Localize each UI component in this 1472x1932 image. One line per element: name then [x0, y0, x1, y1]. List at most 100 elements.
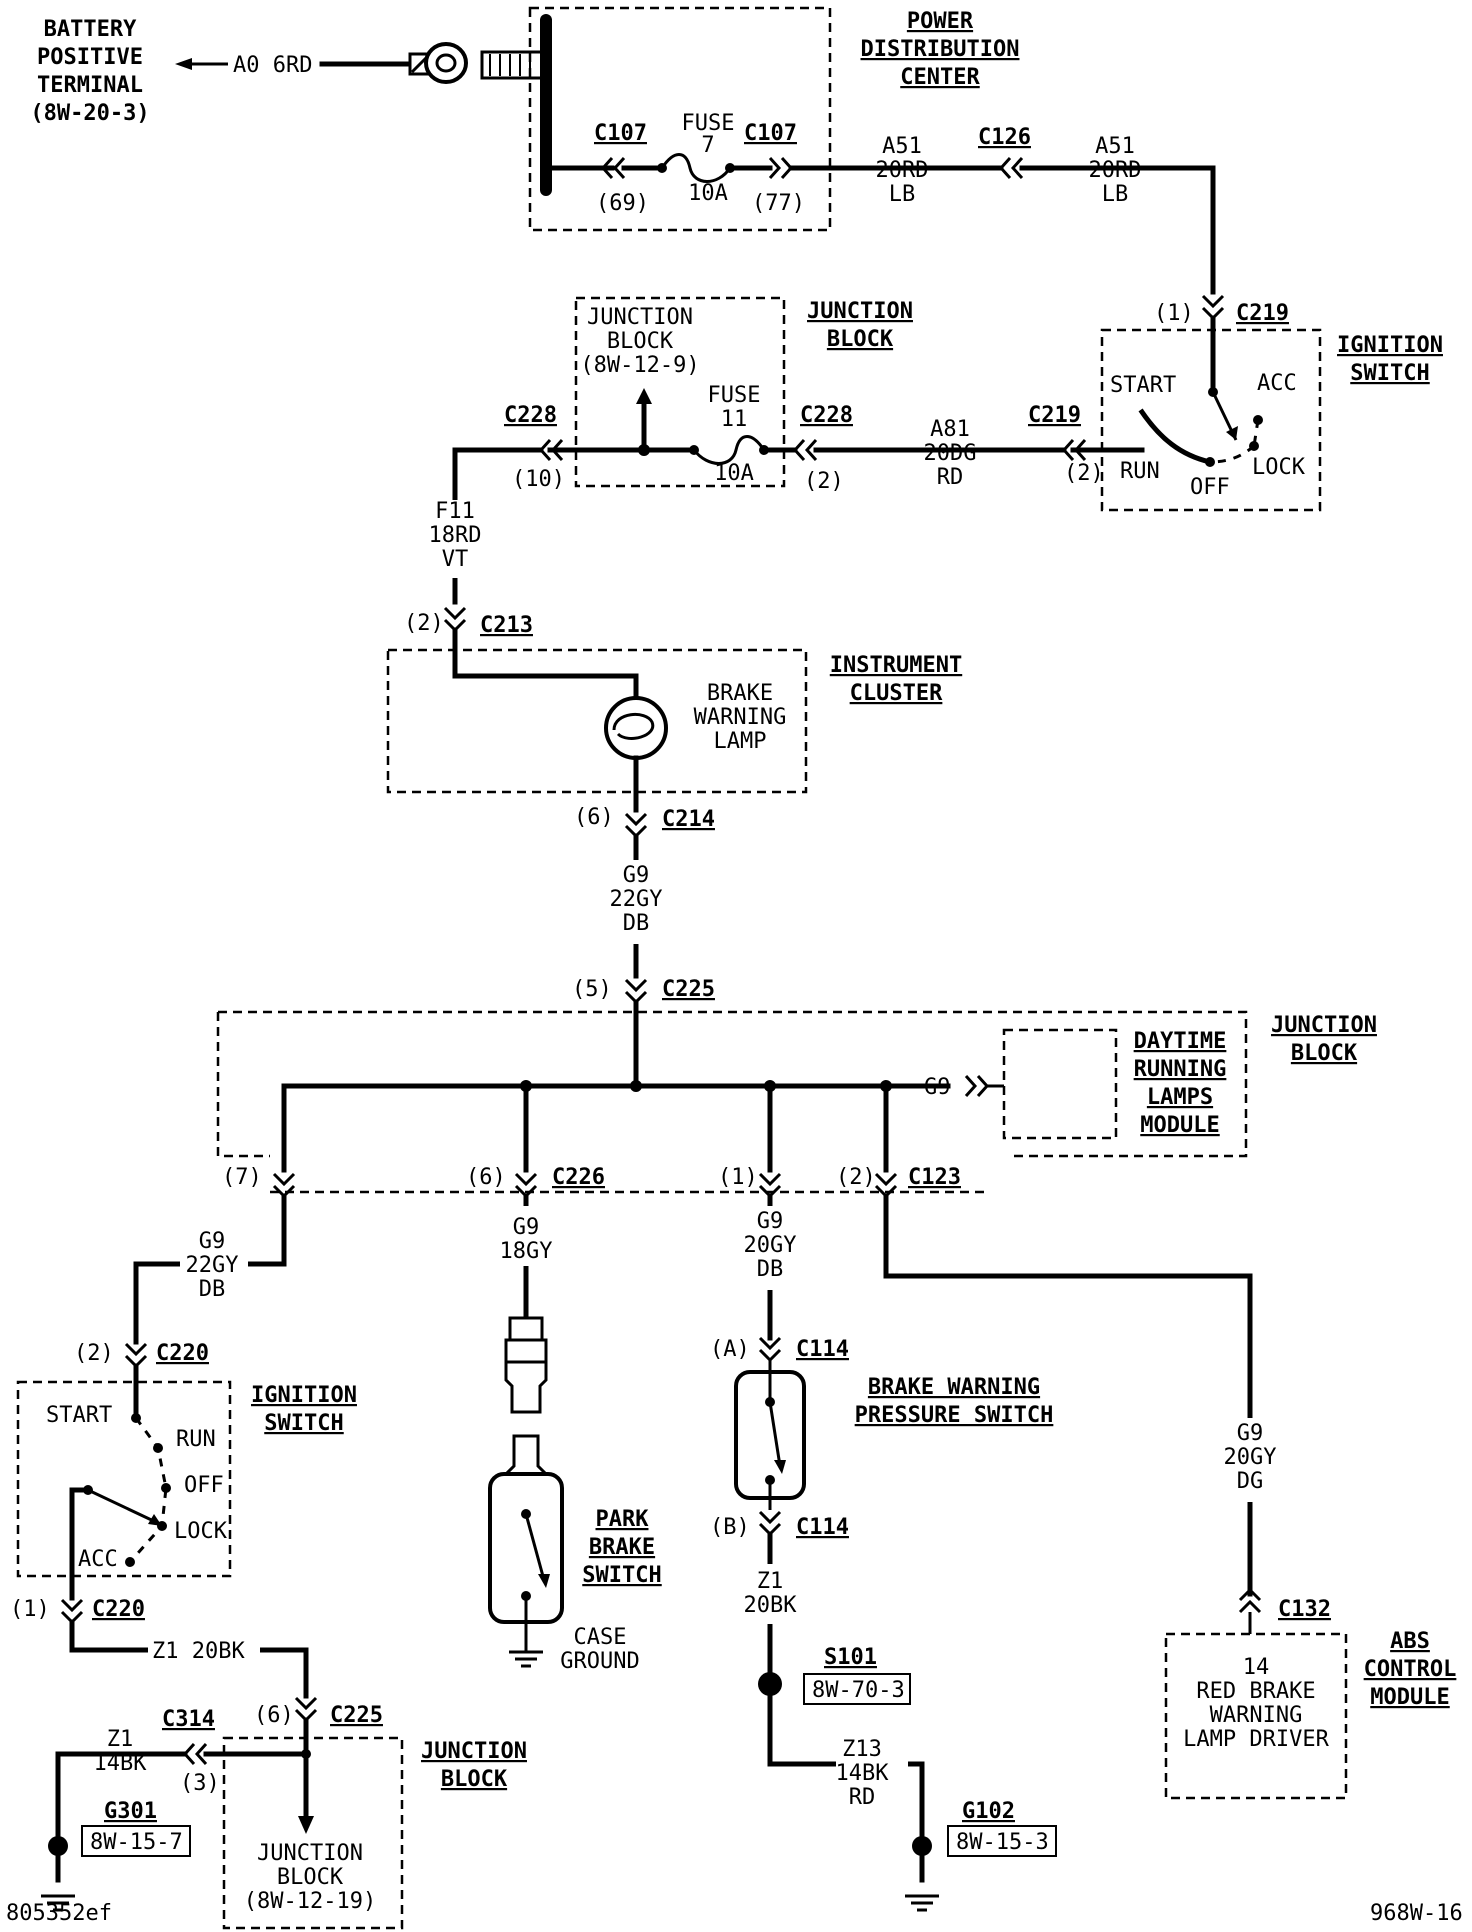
c226-label: C226: [552, 1165, 605, 1190]
jb3-inner-1: JUNCTION: [257, 1841, 363, 1866]
fuse11-number: 11: [721, 407, 748, 432]
z1-20bk-b-2: 20BK: [744, 1593, 798, 1618]
c314-pin: (3): [180, 1771, 220, 1796]
ign1-acc: ACC: [1257, 371, 1297, 396]
z13-3: RD: [849, 1785, 876, 1810]
c123-label: C123: [908, 1165, 961, 1190]
jb1-title-1: JUNCTION: [807, 299, 913, 324]
g301-label: G301: [104, 1799, 157, 1824]
c225-bot-pin: (6): [254, 1703, 294, 1728]
c213-label: C213: [480, 613, 533, 638]
c228-right-label: C228: [800, 403, 853, 428]
abs-inner-3: WARNING: [1210, 1703, 1303, 1728]
ign2-off: OFF: [184, 1473, 224, 1498]
c314-label: C314: [162, 1707, 215, 1732]
c220-top-label: C220: [156, 1341, 209, 1366]
z1-20bk-b-1: Z1: [757, 1569, 784, 1594]
c228-left-pin: (10): [512, 467, 565, 492]
jb1-title-2: BLOCK: [827, 327, 894, 352]
ign1-off: OFF: [1190, 475, 1230, 500]
g9d-1: G9: [757, 1209, 784, 1234]
pin-69-label: (69): [596, 191, 649, 216]
brake-warning-pressure-switch: G9 20GY DB (A) C114 BRAKE WARNING PRESSU…: [710, 1193, 1057, 1912]
g102-ground-icon: [912, 1836, 932, 1856]
park-title-1: PARK: [596, 1507, 650, 1532]
g9b-1: G9: [199, 1229, 226, 1254]
battery-title-2: POSITIVE: [37, 45, 143, 70]
pdc-title-1: POWER: [907, 9, 974, 34]
park-ground-1: CASE: [574, 1625, 627, 1650]
s101-ref: 8W-70-3: [812, 1678, 905, 1703]
jb1-inner-2: BLOCK: [607, 329, 674, 354]
a51-left-1: A51: [882, 134, 922, 159]
f11-1: F11: [435, 499, 475, 524]
ign1-title-2: SWITCH: [1350, 361, 1429, 386]
g102-label: G102: [962, 1799, 1015, 1824]
a81-2: 20DG: [924, 441, 977, 466]
a51-right-3: LB: [1102, 182, 1129, 207]
junction-block-main: JUNCTION BLOCK DAYTIME RUNNING LAMPS MOD…: [216, 1010, 1377, 1199]
fuse7-number: 7: [701, 133, 714, 158]
fuse11-rating: 10A: [714, 461, 754, 486]
pin-77-label: (77): [752, 191, 805, 216]
footer-right: 968W-16: [1370, 1901, 1463, 1926]
g9e-3: DG: [1237, 1469, 1264, 1494]
c214-pin: (6): [574, 805, 614, 830]
c228-left-label: C228: [504, 403, 557, 428]
g9a-1: G9: [623, 863, 650, 888]
c226-pin-6: (6): [466, 1165, 506, 1190]
ignition-switch-lower: IGNITION SWITCH START RUN OFF LOCK ACC: [16, 1380, 357, 1601]
bwps-title-1: BRAKE WARNING: [868, 1375, 1040, 1400]
s101-splice-icon: [758, 1672, 782, 1696]
ign2-title-2: SWITCH: [264, 1411, 343, 1436]
lamp-label-1: BRAKE: [707, 681, 773, 706]
fuse7-label: FUSE: [682, 111, 735, 136]
g102-ref: 8W-15-3: [956, 1830, 1049, 1855]
z1-14bk-1: Z1: [107, 1727, 134, 1752]
z13-2: 14BK: [836, 1761, 890, 1786]
c213-pin: (2): [404, 611, 444, 636]
c114-b-label: C114: [796, 1515, 849, 1540]
jb3-title-2: BLOCK: [441, 1767, 508, 1792]
cluster-title-1: INSTRUMENT: [830, 653, 962, 678]
ign1-pin-1: (1): [1154, 301, 1194, 326]
ignition-switch-upper: (1) C219 IGNITION SWITCH START ACC RUN O…: [1028, 294, 1443, 512]
abs-inner-4: LAMP DRIVER: [1183, 1727, 1329, 1752]
jb1-inner-3: (8W-12-9): [580, 353, 699, 378]
ign2-acc: ACC: [78, 1547, 118, 1572]
c228-right-pin: (2): [804, 469, 844, 494]
abs-title-1: ABS: [1390, 1629, 1430, 1654]
c220-top-pin: (2): [74, 1341, 114, 1366]
f11-3: VT: [442, 547, 469, 572]
c123-pin-1: (1): [718, 1165, 758, 1190]
drl-title-3: LAMPS: [1147, 1085, 1213, 1110]
battery-title-3: TERMINAL: [37, 73, 143, 98]
lamp-label-3: LAMP: [714, 729, 767, 754]
a81-3: RD: [937, 465, 964, 490]
park-brake-switch: G9 18GY PARK BRAKE SWITCH CASE GROUND: [488, 1193, 662, 1674]
park-title-3: SWITCH: [582, 1563, 661, 1588]
c226-pin-7: (7): [222, 1165, 262, 1190]
c219-top-label: C219: [1236, 301, 1289, 326]
instrument-cluster: INSTRUMENT CLUSTER BRAKE WARNING LAMP: [386, 648, 962, 813]
park-title-2: BRAKE: [589, 1535, 655, 1560]
g9d-3: DB: [757, 1257, 784, 1282]
drl-title-1: DAYTIME: [1134, 1029, 1227, 1054]
g9e-1: G9: [1237, 1421, 1264, 1446]
g301-ref: 8W-15-7: [90, 1830, 183, 1855]
a51-right-2: 20RD: [1089, 158, 1142, 183]
abs-control-module: G9 20GY DG C132 14 RED BRAKE WARNING LAM…: [883, 1193, 1456, 1800]
c220-bot-pin: (1): [10, 1597, 50, 1622]
jb2-title-1: JUNCTION: [1271, 1013, 1377, 1038]
ign2-title-1: IGNITION: [251, 1383, 357, 1408]
g9c-2: 18GY: [500, 1239, 553, 1264]
power-distribution-center: POWER DISTRIBUTION CENTER C107 C107 FUSE…: [528, 6, 1020, 232]
pdc-title-2: DISTRIBUTION: [861, 37, 1020, 62]
f11-2: 18RD: [429, 523, 482, 548]
wire-a81: A81 20DG RD: [813, 417, 1087, 490]
fuse7-rating: 10A: [688, 181, 728, 206]
g9e-2: 20GY: [1224, 1445, 1277, 1470]
ign2-run: RUN: [176, 1427, 216, 1452]
footer-left: 805352ef: [6, 1901, 112, 1926]
